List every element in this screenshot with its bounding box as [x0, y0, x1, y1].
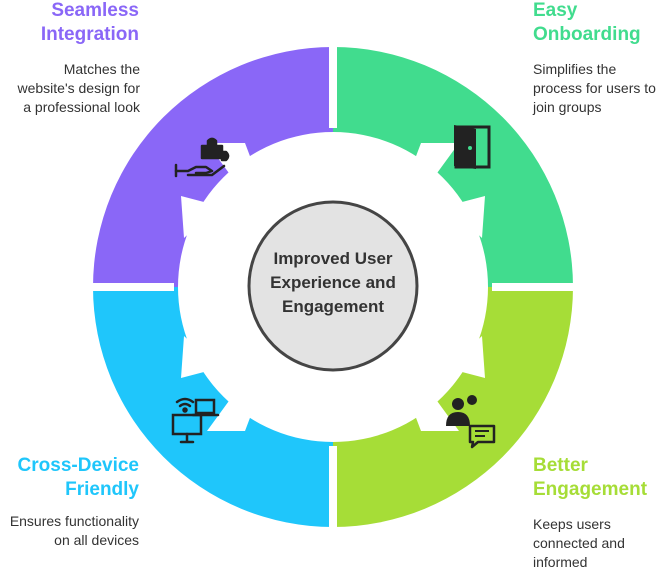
arrow-integration-lower	[181, 196, 228, 255]
arrow-integration	[207, 143, 277, 224]
title-integration: Seamless Integration	[40, 0, 139, 45]
segment-integration	[93, 47, 333, 287]
title-engagement: Better Engagement	[533, 455, 648, 500]
divider-left	[92, 283, 174, 291]
title-onboarding: Easy Onboarding	[533, 0, 641, 45]
arrow-onboarding	[389, 143, 459, 224]
desc-integration: Matches the website's design for a profe…	[17, 61, 140, 115]
users-chat-icon	[446, 395, 496, 449]
devices-icon	[171, 397, 220, 444]
arrow-engagement-lower	[438, 319, 485, 378]
arrow-cross-device-lower	[181, 319, 228, 378]
title-cross-device: Cross-Device Friendly	[17, 455, 139, 500]
divider-bottom	[329, 446, 337, 528]
divider-top	[329, 46, 337, 128]
segment-onboarding	[333, 47, 573, 287]
desc-engagement: Keeps users connected and informed	[533, 516, 625, 570]
arrow-cross-device	[207, 350, 277, 431]
divider-right	[492, 283, 574, 291]
desc-onboarding: Simplifies the process for users to join…	[533, 61, 656, 115]
center-label: Improved User Experience and Engagement	[270, 249, 396, 316]
arrow-onboarding-lower	[438, 196, 485, 255]
arrow-engagement	[389, 350, 459, 431]
center-circle	[247, 200, 419, 372]
puzzle-hand-icon	[174, 137, 230, 178]
desc-cross-device: Ensures functionality on all devices	[9, 513, 139, 548]
door-icon	[454, 125, 491, 169]
